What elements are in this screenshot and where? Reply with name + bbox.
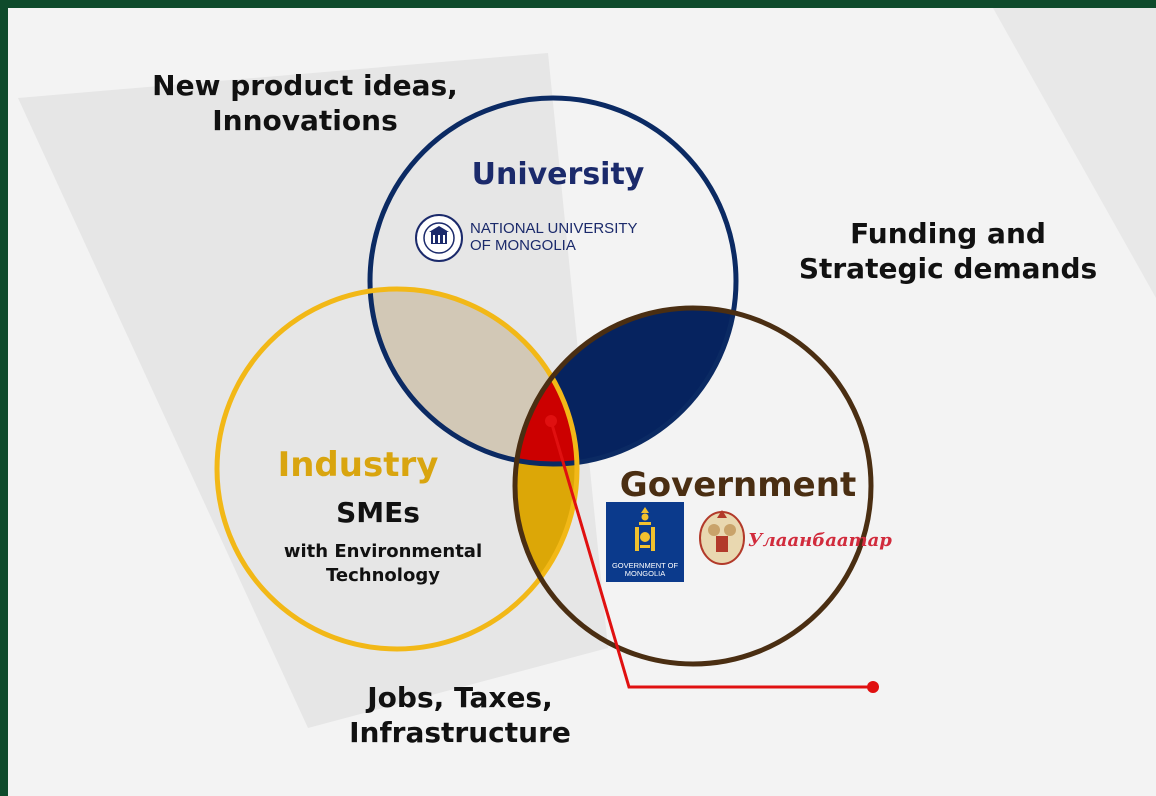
annotation-funding: Funding and Strategic demands	[798, 217, 1098, 285]
industry-subtitle: SMEs	[336, 496, 420, 529]
pointer-start-dot	[545, 415, 557, 427]
venn-diagram	[214, 95, 879, 693]
ulaanbaatar-logo-text: Улаанбаатар	[748, 530, 892, 551]
overlap-university-government	[515, 308, 736, 464]
university-title: University	[471, 157, 645, 192]
overlap-university-industry	[370, 289, 577, 464]
ulaanbaatar-crest-icon	[699, 510, 745, 565]
government-title: Government	[619, 465, 857, 505]
nmu-logo-text: NATIONAL UNIVERSITY OF MONGOLIA	[470, 220, 638, 255]
background-shading	[18, 8, 1156, 728]
pointer-end-dot	[867, 681, 879, 693]
annotation-jobs: Jobs, Taxes, Infrastructure	[349, 681, 571, 749]
government-circle	[512, 305, 874, 667]
industry-description: with Environmental Technology	[283, 541, 483, 587]
mongolia-emblem-caption: GOVERNMENT OF MONGOLIA	[611, 560, 679, 578]
industry-title: Industry	[277, 445, 439, 485]
university-circle	[367, 95, 739, 467]
industry-circle	[214, 286, 580, 652]
annotation-innovations: New product ideas, Innovations	[152, 69, 458, 137]
nmu-seal-icon	[415, 214, 463, 262]
slide-canvas: New product ideas, Innovations Funding a…	[8, 8, 1156, 796]
pointer-line	[549, 420, 873, 689]
mongolia-emblem-icon: GOVERNMENT OF MONGOLIA	[606, 502, 684, 582]
